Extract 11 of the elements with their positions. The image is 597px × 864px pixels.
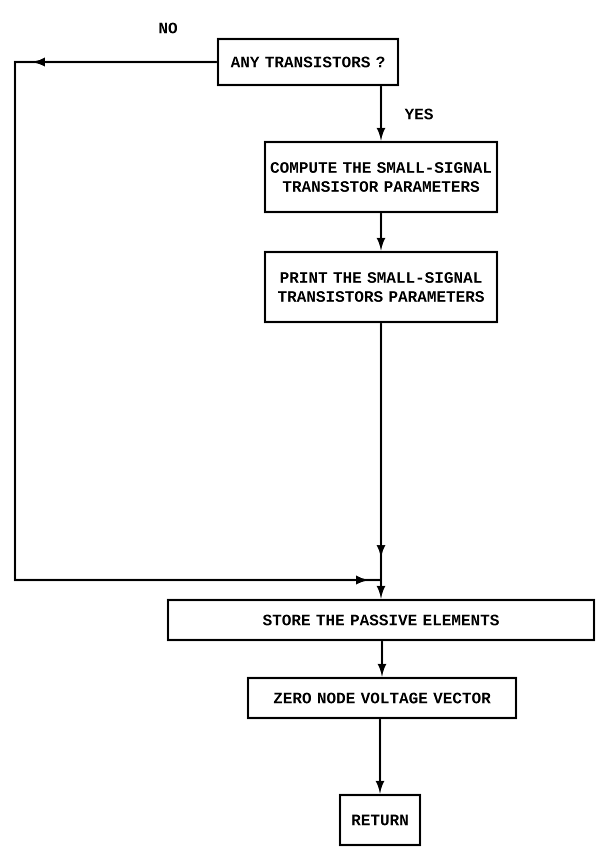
arrow [377,323,385,580]
process-box: RETURN [338,794,422,846]
process-box: STORE THE PASSIVE ELEMENTS [166,598,596,642]
process-box: PRINT THE SMALL-SIGNAL TRANSISTORS PARAMETERS [264,250,498,324]
process-box: ZERO NODE VOLTAGE VECTOR [246,676,518,720]
edge-label: NO [159,22,178,34]
process-box: COMPUTE THE SMALL-SIGNAL TRANSISTOR PARAMETERS [264,140,498,214]
arrow [14,58,381,584]
edge-label: YES [404,108,433,120]
arrow [377,213,385,248]
process-box: ANY TRANSISTORS ? [216,38,400,86]
